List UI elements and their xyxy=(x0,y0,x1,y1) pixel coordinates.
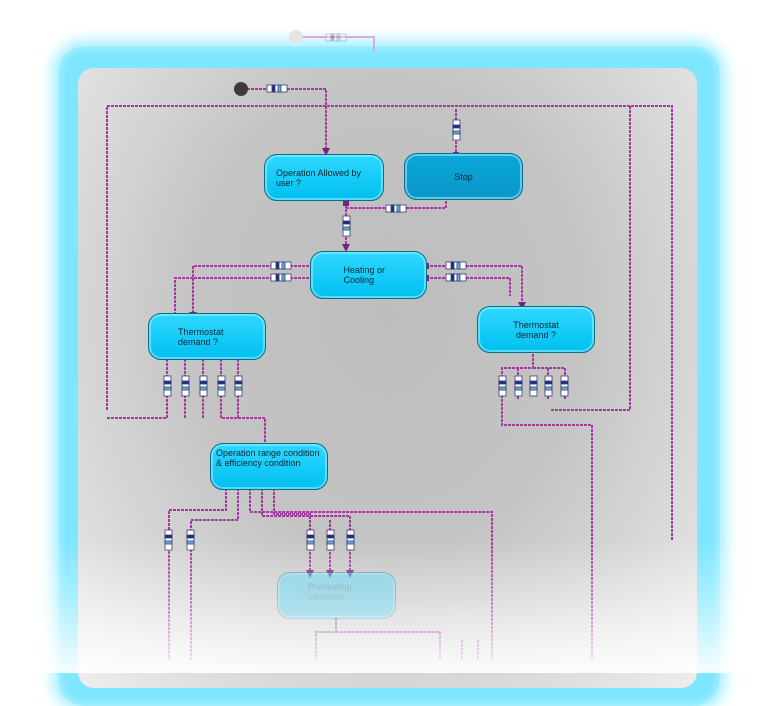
node-operation-range-label: Operation range condition & efficiency c… xyxy=(216,448,320,468)
node-operation-allowed-label: Operation Allowed by user ? xyxy=(276,167,362,188)
connector-icon xyxy=(266,84,288,93)
connector-icon xyxy=(445,273,467,282)
node-preheating-condition[interactable]: Preheating condition xyxy=(277,572,396,619)
connector-icon xyxy=(326,529,335,551)
node-operation-allowed[interactable]: Operation Allowed by user ? xyxy=(264,154,384,201)
node-heating-or-cooling[interactable]: Heating or Cooling xyxy=(310,251,427,299)
connector-icon xyxy=(217,375,226,397)
connector-icon xyxy=(306,529,315,551)
connector-icon xyxy=(385,204,407,213)
node-thermostat-demand-right-label: Thermostat demand ? xyxy=(513,319,559,340)
flow-wires xyxy=(106,30,673,660)
connector-icon xyxy=(445,261,467,270)
node-thermostat-demand-left[interactable]: Thermostat demand ? xyxy=(148,313,266,360)
node-stop[interactable]: Stop xyxy=(404,153,523,200)
output-port xyxy=(343,199,349,206)
connector-icon xyxy=(560,375,569,397)
node-preheating-condition-label: Preheating condition xyxy=(308,582,352,602)
node-stop-label: Stop xyxy=(454,171,473,182)
faded-start-node-icon xyxy=(289,30,303,44)
connector-icon xyxy=(346,529,355,551)
connector-icon xyxy=(529,375,538,397)
node-operation-range[interactable]: Operation range condition & efficiency c… xyxy=(210,443,328,490)
connector-icon xyxy=(342,215,351,237)
node-thermostat-demand-left-label: Thermostat demand ? xyxy=(178,326,224,347)
connector-icon xyxy=(544,375,553,397)
start-node-icon[interactable] xyxy=(234,82,248,96)
node-thermostat-demand-right[interactable]: Thermostat demand ? xyxy=(477,306,595,353)
connector-icon xyxy=(181,375,190,397)
connector-icon xyxy=(514,375,523,397)
connector-icon xyxy=(164,529,173,551)
connector-icon xyxy=(163,375,172,397)
connector-icon xyxy=(199,375,208,397)
node-heating-or-cooling-label: Heating or Cooling xyxy=(343,265,386,285)
connector-icon xyxy=(452,119,461,141)
connector-icon xyxy=(234,375,243,397)
connector-icon xyxy=(498,375,507,397)
connector-icon xyxy=(270,273,292,282)
connector-icon xyxy=(270,261,292,270)
connector-icon xyxy=(325,33,347,42)
connector-icon xyxy=(186,529,195,551)
